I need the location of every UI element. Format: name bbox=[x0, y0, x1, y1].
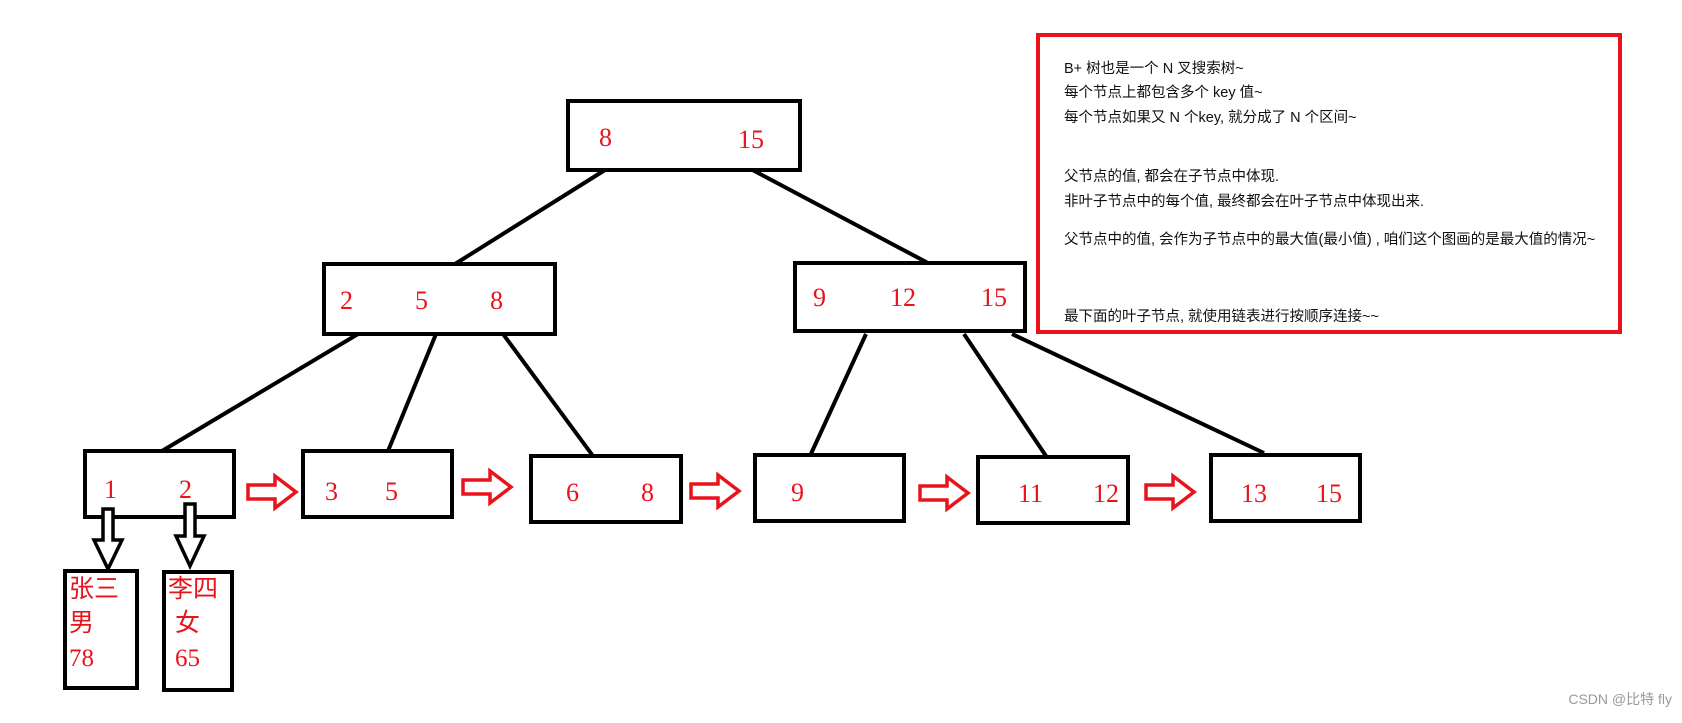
leaf-key: 1 bbox=[104, 475, 117, 504]
record-field: 65 bbox=[175, 645, 200, 672]
down-arrow-icon bbox=[173, 502, 207, 571]
right-arrow-icon bbox=[1144, 472, 1197, 512]
leaf-key: 3 bbox=[325, 477, 338, 506]
note-line: 父节点的值, 都会在子节点中体现. bbox=[1064, 169, 1280, 185]
edge-left-leaf3 bbox=[501, 332, 595, 458]
internal-key: 8 bbox=[490, 286, 503, 315]
record-box-2: 李四 女 65 bbox=[162, 570, 234, 692]
record-field: 78 bbox=[69, 645, 94, 672]
record-field: 张三 bbox=[69, 575, 119, 603]
internal-node-right: 9 12 15 bbox=[793, 261, 1027, 333]
edge-root-right bbox=[744, 164, 929, 265]
record-field: 男 bbox=[69, 610, 94, 637]
leaf-key: 8 bbox=[641, 478, 654, 507]
internal-key: 5 bbox=[415, 286, 428, 315]
right-arrow-icon bbox=[918, 473, 971, 513]
root-node: 8 15 bbox=[566, 99, 802, 172]
note-line: B+ 树也是一个 N 叉搜索树~ bbox=[1064, 61, 1244, 77]
leaf-key: 15 bbox=[1316, 479, 1342, 508]
leaf-node-4: 9 bbox=[753, 453, 906, 523]
leaf-node-5: 11 12 bbox=[976, 455, 1130, 525]
record-field: 女 bbox=[175, 609, 200, 637]
leaf-key: 2 bbox=[179, 475, 192, 504]
leaf-node-1: 1 2 bbox=[83, 449, 236, 519]
note-line: 每个节点如果又 N 个key, 就分成了 N 个区间~ bbox=[1064, 110, 1357, 126]
watermark: CSDN @比特 fly bbox=[1568, 691, 1672, 707]
note-line: 最下面的叶子节点, 就使用链表进行按顺序连接~~ bbox=[1064, 309, 1379, 325]
internal-key: 15 bbox=[981, 283, 1007, 312]
tree-edges bbox=[160, 164, 1265, 458]
edge-left-leaf1 bbox=[160, 332, 360, 453]
root-key: 15 bbox=[738, 125, 764, 154]
down-arrow-icon bbox=[91, 507, 125, 574]
right-arrow-icon bbox=[689, 471, 742, 511]
edge-left-leaf2 bbox=[386, 333, 438, 452]
leaf-key: 12 bbox=[1093, 479, 1119, 508]
right-arrow-icon bbox=[246, 472, 299, 512]
leaf-links bbox=[246, 467, 1197, 513]
edge-right-leaf4 bbox=[808, 333, 868, 457]
leaf-key: 11 bbox=[1018, 479, 1043, 508]
record-field: 李四 bbox=[168, 575, 218, 603]
edge-right-leaf5 bbox=[962, 332, 1048, 458]
note-line: 每个节点上都包含多个 key 值~ bbox=[1064, 85, 1263, 101]
internal-node-left: 2 5 8 bbox=[322, 262, 557, 336]
record-pointers bbox=[91, 502, 207, 574]
internal-key: 2 bbox=[340, 286, 353, 315]
root-key: 8 bbox=[599, 123, 612, 152]
leaf-node-6: 13 15 bbox=[1209, 453, 1362, 523]
record-box-1: 张三 男 78 bbox=[63, 569, 139, 690]
note-line: 父节点中的值, 会作为子节点中的最大值(最小值) , 咱们这个图画的是最大值的情… bbox=[1064, 232, 1596, 248]
leaf-key: 9 bbox=[791, 478, 804, 507]
right-arrow-icon bbox=[461, 467, 514, 507]
edge-root-left bbox=[453, 168, 607, 266]
leaf-key: 5 bbox=[385, 477, 398, 506]
leaf-node-3: 6 8 bbox=[529, 454, 683, 524]
internal-key: 12 bbox=[890, 283, 916, 312]
notes-box: B+ 树也是一个 N 叉搜索树~ 每个节点上都包含多个 key 值~ 每个节点如… bbox=[1036, 33, 1622, 334]
internal-key: 9 bbox=[813, 283, 826, 312]
note-line: 非叶子节点中的每个值, 最终都会在叶子节点中体现出来. bbox=[1064, 194, 1425, 210]
leaf-node-2: 3 5 bbox=[301, 449, 454, 519]
leaf-key: 6 bbox=[566, 478, 579, 507]
leaf-key: 13 bbox=[1241, 479, 1267, 508]
edge-right-leaf6 bbox=[1011, 332, 1265, 455]
